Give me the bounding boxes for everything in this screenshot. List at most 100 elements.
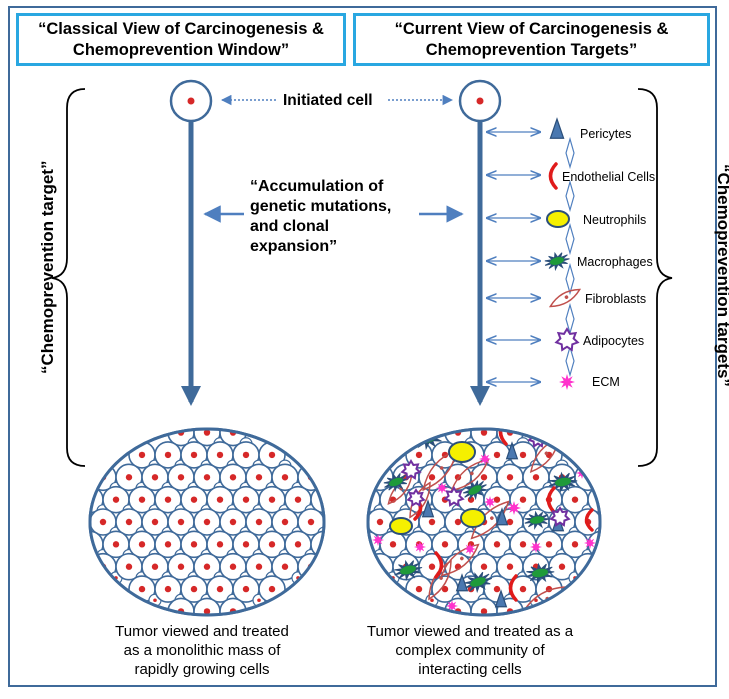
tumor-left-cell: [167, 552, 195, 581]
tumor-right-cell: [522, 463, 550, 492]
right-bracket-label: “Chemoprevention targets”: [714, 164, 729, 387]
tumor-left-cell: [180, 485, 208, 514]
connector-4: [565, 262, 575, 296]
tumor-left-cell: [128, 530, 156, 559]
tumor-left-cell: [141, 463, 169, 492]
tumor-macrophage: [464, 571, 492, 594]
tumor-macrophage: [383, 473, 409, 493]
initiated-cell-label: Initiated cell: [283, 92, 373, 109]
tumor-left-cell: [206, 575, 234, 603]
tumor-adipocyte: [549, 506, 571, 527]
tumor-right-cell: [470, 597, 498, 615]
tumor-macrophage: [526, 562, 555, 584]
tumor-left-cell: [193, 552, 221, 581]
label-neutrophils: Neutrophils: [583, 213, 647, 227]
tumor-endothelial: [546, 486, 556, 514]
tumor-left-small-cell: [317, 571, 324, 585]
tumor-left-cell: [154, 575, 182, 603]
tumor-left-cell: [245, 463, 273, 492]
caption-left-line-1: Tumor viewed and treated: [115, 623, 289, 640]
accumulation-line-4: expansion”: [250, 238, 338, 255]
label-pericytes: Pericytes: [580, 127, 632, 141]
tumor-left-cell: [271, 508, 299, 536]
cell-type-icons: [544, 117, 582, 390]
tumor-left-cell: [206, 530, 234, 559]
tumor-ecm: [484, 496, 496, 508]
caption-monolithic: Tumor viewed and treated as a monolithic…: [92, 622, 312, 679]
label-macrophages: Macrophages: [577, 255, 653, 269]
right-bracket: [637, 88, 673, 467]
initiated-cell-left: [169, 79, 213, 123]
tumor-pericyte: [455, 573, 469, 592]
neutrophil-icon: [546, 210, 570, 228]
tumor-neutrophil: [448, 441, 476, 463]
caption-right-line-1: Tumor viewed and treated as a: [366, 623, 574, 640]
tumor-left-cell: [141, 552, 169, 581]
outer-frame: [8, 6, 717, 687]
tumor-left-cell: [219, 463, 247, 492]
tumor-ecm: [397, 435, 407, 445]
tumor-left-small-cell: [331, 505, 343, 517]
label-ecm: ECM: [592, 375, 620, 389]
tumor-right-small-cell: [594, 481, 600, 496]
fibroblast-icon: [548, 288, 582, 308]
tumor-macrophage: [463, 480, 487, 501]
tumor-ecm: [436, 482, 448, 494]
tumor-macrophage: [394, 559, 423, 581]
accumulation-label: “Accumulation of genetic mutations, and …: [250, 177, 450, 257]
tumor-macrophage: [524, 510, 550, 530]
tumor-left-cell: [167, 463, 195, 492]
tumor-pericyte: [505, 441, 519, 460]
connector-2: [565, 179, 575, 213]
tumor-monolithic: [88, 427, 343, 617]
tumor-endothelial: [434, 551, 444, 579]
macrophage-icon: [544, 251, 570, 272]
tumor-endothelial: [584, 508, 594, 532]
left-bracket: [51, 88, 86, 467]
tumor-neutrophil: [460, 508, 486, 528]
tumor-left-cell: [115, 552, 143, 581]
tumor-adipocyte: [406, 488, 426, 507]
tumor-ecm: [507, 501, 521, 515]
tumor-right-small-cell: [608, 550, 620, 562]
tumor-ecm: [446, 600, 458, 612]
tumor-pericyte: [495, 507, 509, 526]
caption-right-line-2: complex community of: [395, 642, 545, 659]
tumor-ecm: [530, 541, 542, 553]
tumor-neutrophil: [389, 517, 413, 535]
tumor-ecm: [464, 543, 476, 555]
tumor-pericyte: [421, 499, 435, 518]
label-fibroblasts: Fibroblasts: [585, 292, 647, 306]
caption-left-line-2: as a monolithic mass of: [123, 642, 281, 659]
tumor-ecm: [372, 534, 384, 546]
classical-view-title: “Classical View of Carcinogenesis & Chem…: [16, 13, 346, 66]
current-view-title: “Current View of Carcinogenesis & Chemop…: [353, 13, 710, 66]
tumor-pericyte: [494, 589, 508, 608]
left-bracket-label: “Chemoprevention target”: [38, 160, 57, 374]
tumor-right-cell: [561, 530, 589, 559]
tumor-macrophage: [549, 471, 578, 493]
initiated-cell-right: [458, 79, 502, 123]
tumor-left-cell: [193, 463, 221, 492]
current-view-title-line1: “Current View of Carcinogenesis &: [394, 19, 669, 38]
tumor-adipocyte: [443, 486, 465, 507]
tumor-fibroblast: [428, 559, 452, 601]
label-adipocytes: Adipocytes: [583, 334, 645, 348]
classical-view-title-line2: Chemoprevention Window”: [72, 40, 290, 59]
tumor-left-small-cell: [317, 481, 324, 496]
ecm-icon: [559, 374, 575, 390]
label-endothelial-cells: Endothelial Cells: [562, 170, 656, 184]
tumor-left-cell: [193, 597, 221, 615]
tumor-ecm: [479, 453, 491, 465]
endothelial-arc-icon: [548, 162, 558, 190]
caption-complex-community: Tumor viewed and treated as a complex co…: [350, 622, 590, 679]
accumulation-line-3: and clonal: [250, 218, 330, 235]
tumor-left-small-cell: [331, 550, 343, 562]
tumor-left-small-cell: [278, 593, 292, 607]
connector-1: [565, 136, 575, 170]
connector-6: [565, 344, 575, 378]
tumor-left-cell: [297, 508, 324, 536]
tumor-endothelial: [498, 429, 508, 446]
